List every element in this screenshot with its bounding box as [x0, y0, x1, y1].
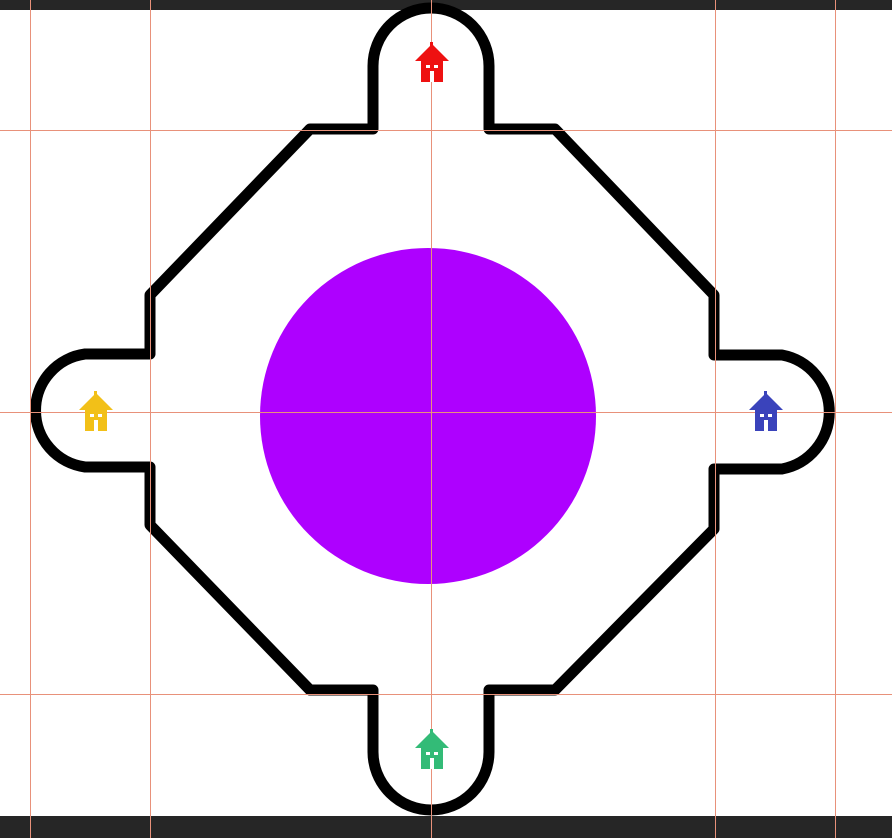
bottom-frame-bar — [0, 816, 892, 838]
center-circle — [260, 248, 596, 584]
house-green-icon — [415, 729, 449, 769]
house-red-icon — [415, 42, 449, 82]
house-blue-icon — [749, 391, 783, 431]
houses-group — [79, 42, 783, 769]
house-yellow-icon — [79, 391, 113, 431]
